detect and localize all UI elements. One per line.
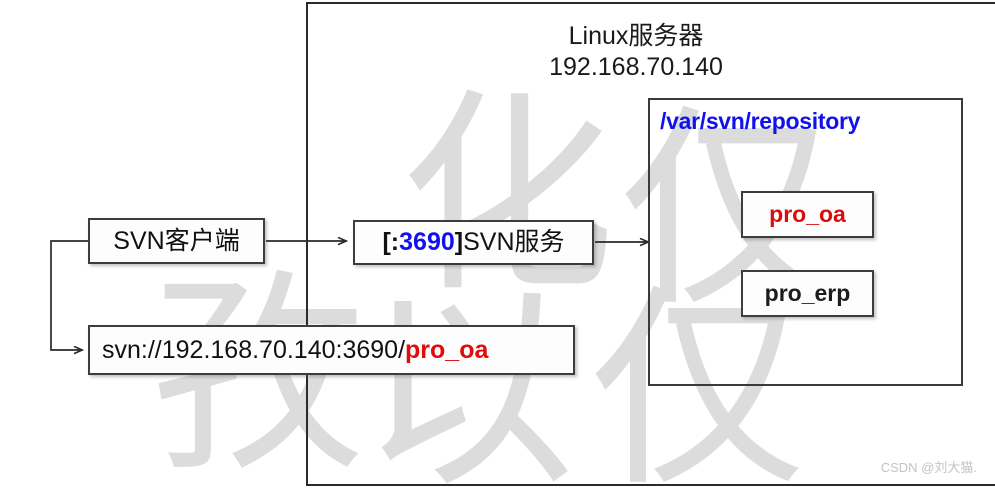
svn-url-repo: pro_oa <box>405 335 489 364</box>
svn-service-bracket-open: [: <box>382 228 400 256</box>
server-ip-address: 192.168.70.140 <box>549 53 723 81</box>
connector-client-to-url <box>50 240 88 350</box>
svn-service-name: SVN服务 <box>463 228 565 256</box>
repo-box-pro-erp[interactable]: pro_erp <box>741 270 874 317</box>
repo-box-pro-erp-label: pro_erp <box>764 280 851 306</box>
svn-service-bracket-close: ] <box>454 228 464 256</box>
svn-url-box[interactable]: svn://192.168.70.140:3690/pro_oa <box>88 325 575 375</box>
linux-server-boundary <box>306 2 995 486</box>
svn-service-label: [:3690]SVN服务 <box>382 230 564 255</box>
svn-client-box[interactable]: SVN客户端 <box>88 218 265 264</box>
svn-url-base: svn://192.168.70.140:3690/ <box>102 335 406 364</box>
svn-service-box[interactable]: [:3690]SVN服务 <box>353 220 594 265</box>
server-title: Linux服务器 <box>568 22 704 50</box>
svn-url-label: svn://192.168.70.140:3690/pro_oa <box>102 335 489 364</box>
svn-client-label: SVN客户端 <box>113 226 240 255</box>
csdn-watermark: CSDN @刘大猫. <box>880 460 977 475</box>
repository-container <box>648 98 963 386</box>
svn-service-port: 3690 <box>399 228 455 256</box>
repo-box-pro-oa[interactable]: pro_oa <box>741 191 874 238</box>
repo-box-pro-oa-label: pro_oa <box>769 201 846 227</box>
repository-path-label: /var/svn/repository <box>660 108 861 134</box>
